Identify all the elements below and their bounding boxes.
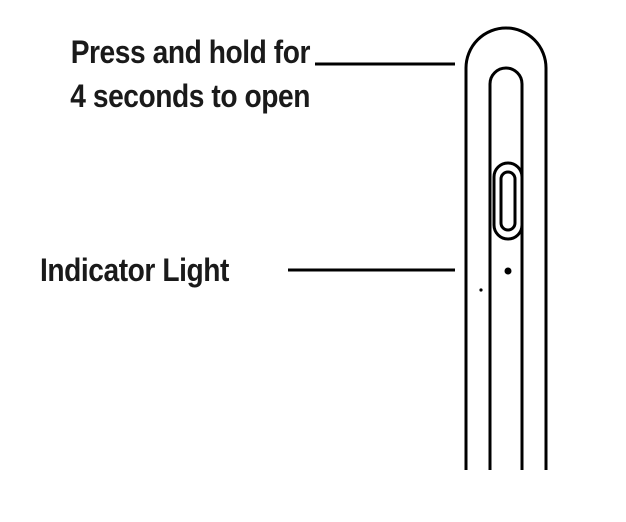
power-button-label: Press and hold for 4 seconds to open [55, 30, 310, 118]
usb-c-port-outer [492, 161, 524, 241]
device-outer-shell [464, 26, 548, 470]
power-label-line-2: 4 seconds to open [70, 78, 310, 114]
indicator-light-label: Indicator Light [40, 252, 229, 288]
power-button [488, 66, 524, 470]
power-label-line-1: Press and hold for [70, 34, 311, 70]
indicator-light-small-dot [479, 288, 483, 292]
usb-c-port-inner [499, 170, 517, 232]
indicator-light-dot [504, 267, 512, 275]
